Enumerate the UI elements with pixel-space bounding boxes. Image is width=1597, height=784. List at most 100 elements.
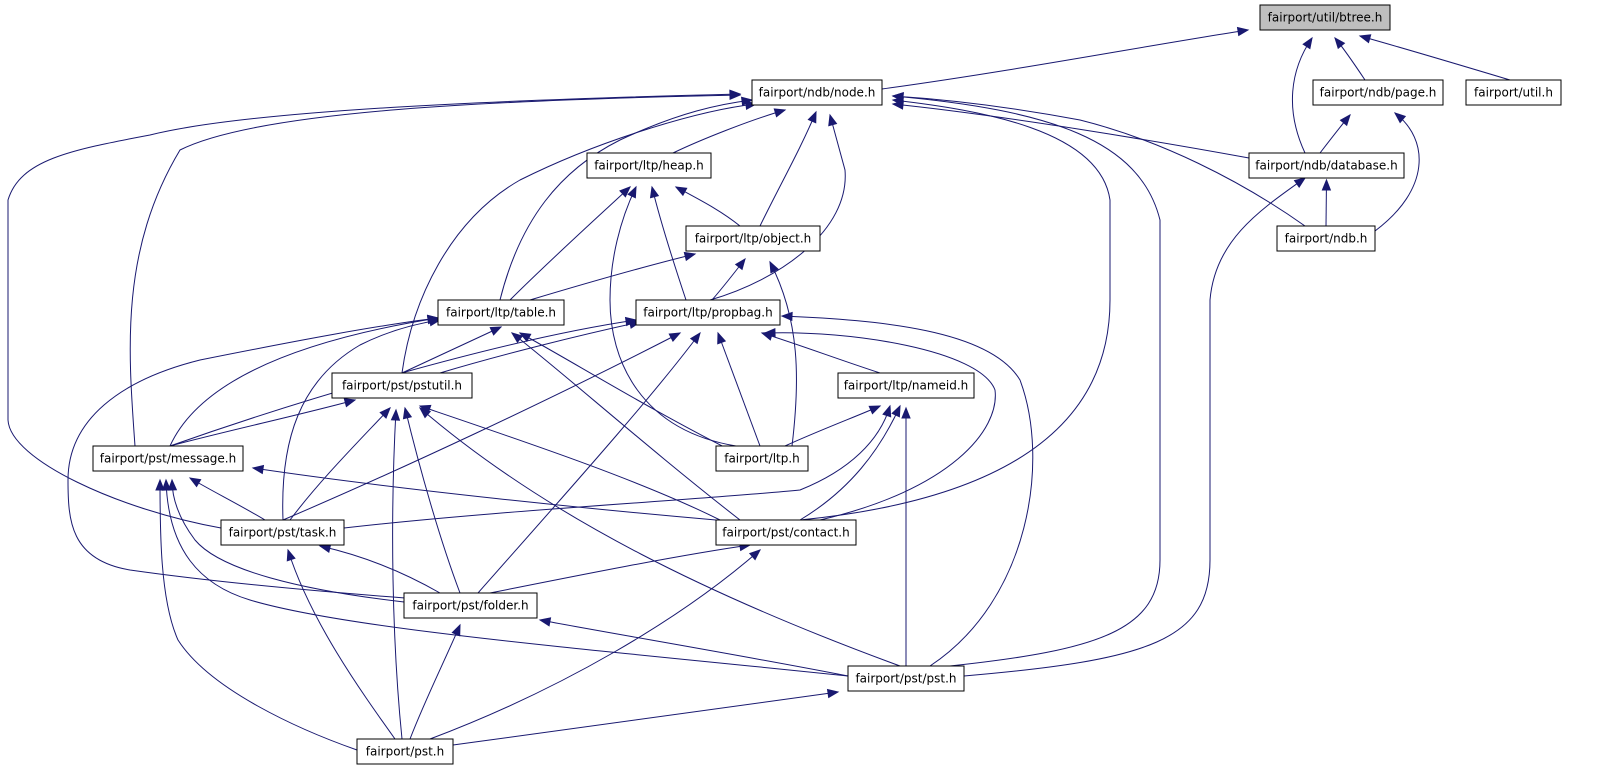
node-label-message: fairport/pst/message.h	[100, 452, 236, 466]
arrow-head-contact-to-message	[251, 464, 265, 475]
arrow-head-task-to-node	[729, 89, 742, 100]
edge-propbag-to-node	[709, 114, 846, 301]
edge-task-to-table	[282, 319, 441, 521]
edge-contact-to-node	[799, 99, 1111, 521]
arrow-head-ndb-to-database	[1321, 178, 1332, 191]
node-page[interactable]: fairport/ndb/page.h	[1312, 79, 1444, 106]
node-box-task[interactable]	[220, 519, 345, 546]
node-box-database[interactable]	[1248, 152, 1405, 179]
node-box-message[interactable]	[92, 445, 244, 472]
arrow-head-message-to-pstutil	[343, 398, 357, 408]
node-box-node[interactable]	[751, 79, 883, 106]
node-btree[interactable]: fairport/util/btree.h	[1259, 4, 1391, 31]
arrow-head-database-to-node	[891, 100, 904, 110]
edge-object-to-node	[759, 111, 817, 227]
arrow-head-folder-to-task	[318, 543, 332, 553]
edge-contact-to-message	[252, 467, 717, 521]
node-ltp[interactable]: fairport/ltp.h	[715, 445, 809, 472]
edge-table-to-node	[499, 99, 753, 301]
edge-ltp-to-heap	[609, 186, 737, 447]
node-label-ltp: fairport/ltp.h	[724, 452, 800, 466]
edge-object-to-heap	[675, 186, 741, 227]
node-object[interactable]: fairport/ltp/object.h	[685, 225, 821, 252]
arrow-head-contact-to-table	[510, 332, 524, 344]
node-pst_pst[interactable]: fairport/pst/pst.h	[847, 665, 965, 692]
arrow-head-ltp-to-object	[769, 260, 779, 274]
arrow-head-ltp-to-table	[518, 332, 532, 343]
node-pst[interactable]: fairport/pst.h	[356, 738, 454, 765]
node-box-propbag[interactable]	[635, 299, 781, 326]
arrow-head-message-to-propbag	[624, 316, 638, 327]
arrow-head-pst_pst-to-propbag	[780, 311, 793, 322]
node-folder[interactable]: fairport/pst/folder.h	[403, 592, 538, 619]
node-box-nameid[interactable]	[837, 372, 975, 399]
node-box-ndb[interactable]	[1276, 225, 1376, 252]
edge-pst_pst-to-folder	[539, 619, 849, 677]
arrow-head-contact-to-nameid	[891, 404, 901, 418]
arrow-head-propbag-to-node	[828, 113, 838, 127]
edge-folder-to-task	[319, 545, 441, 594]
node-label-contact: fairport/pst/contact.h	[722, 526, 849, 540]
edge-task-to-nameid	[343, 405, 891, 529]
node-task[interactable]: fairport/pst/task.h	[220, 519, 345, 546]
node-heap[interactable]: fairport/ltp/heap.h	[586, 152, 712, 179]
arrow-head-table-to-object	[683, 251, 697, 262]
edge-pst_pst-to-pstutil	[419, 407, 901, 667]
arrow-head-folder-to-message	[167, 478, 178, 491]
edge-folder-to-contact	[489, 544, 751, 594]
node-pstutil[interactable]: fairport/pst/pstutil.h	[331, 372, 473, 399]
node-contact[interactable]: fairport/pst/contact.h	[715, 519, 857, 546]
node-box-pst[interactable]	[356, 738, 454, 765]
node-box-table[interactable]	[437, 299, 565, 326]
arrow-head-pstutil-to-table	[489, 326, 503, 336]
arrow-head-pst_pst-to-database	[1293, 177, 1307, 188]
arrow-head-heap-to-node	[773, 108, 787, 118]
arrow-head-pst-to-task	[286, 548, 296, 562]
edge-pst-to-folder	[409, 624, 461, 740]
arrow-head-pst_pst-to-folder	[538, 617, 552, 627]
node-label-pst_pst: fairport/pst/pst.h	[855, 672, 956, 686]
edge-folder-to-table	[67, 317, 439, 599]
node-box-contact[interactable]	[715, 519, 857, 546]
node-label-pst: fairport/pst.h	[366, 745, 444, 759]
edge-database-to-node	[892, 103, 1250, 159]
node-box-heap[interactable]	[586, 152, 712, 179]
node-propbag[interactable]: fairport/ltp/propbag.h	[635, 299, 781, 326]
edge-pstutil-to-node	[401, 103, 757, 374]
edge-contact-to-propbag	[764, 332, 996, 521]
node-table[interactable]: fairport/ltp/table.h	[437, 299, 565, 326]
edge-database-to-btree	[1291, 37, 1313, 154]
arrow-head-pst-to-pst_pst	[826, 688, 840, 699]
edge-propbag-to-heap	[651, 186, 687, 301]
arrow-head-page-to-btree	[1334, 36, 1346, 50]
node-box-pstutil[interactable]	[331, 372, 473, 399]
arrow-head-task-to-nameid	[882, 404, 892, 418]
arrow-head-propbag-to-object	[734, 257, 746, 271]
node-node[interactable]: fairport/ndb/node.h	[751, 79, 883, 106]
edge-nameid-to-propbag	[761, 332, 881, 374]
node-util[interactable]: fairport/util.h	[1465, 79, 1562, 106]
edge-pst_pst-to-node	[892, 95, 1161, 667]
nodes-layer: fairport/util/btree.h fairport/ndb/node.h…	[92, 4, 1562, 765]
edge-ltp-to-propbag	[717, 332, 761, 447]
node-database[interactable]: fairport/ndb/database.h	[1248, 152, 1405, 179]
node-box-object[interactable]	[685, 225, 821, 252]
node-box-pst_pst[interactable]	[847, 665, 965, 692]
edge-folder-to-pstutil	[404, 407, 461, 594]
node-message[interactable]: fairport/pst/message.h	[92, 445, 244, 472]
edge-ltp-to-nameid	[784, 405, 881, 447]
node-nameid[interactable]: fairport/ltp/nameid.h	[837, 372, 975, 399]
node-label-heap: fairport/ltp/heap.h	[594, 159, 704, 173]
node-box-util[interactable]	[1465, 79, 1562, 106]
node-box-ltp[interactable]	[715, 445, 809, 472]
arrow-head-pstutil-to-node	[745, 100, 758, 110]
node-box-btree[interactable]	[1259, 4, 1391, 31]
arrow-head-database-to-page	[1339, 113, 1351, 127]
edge-task-to-pstutil	[289, 407, 391, 521]
node-box-folder[interactable]	[403, 592, 538, 619]
node-box-page[interactable]	[1312, 79, 1444, 106]
edge-contact-to-pstutil	[419, 405, 721, 521]
node-ndb[interactable]: fairport/ndb.h	[1276, 225, 1376, 252]
node-label-btree: fairport/util/btree.h	[1268, 11, 1383, 25]
